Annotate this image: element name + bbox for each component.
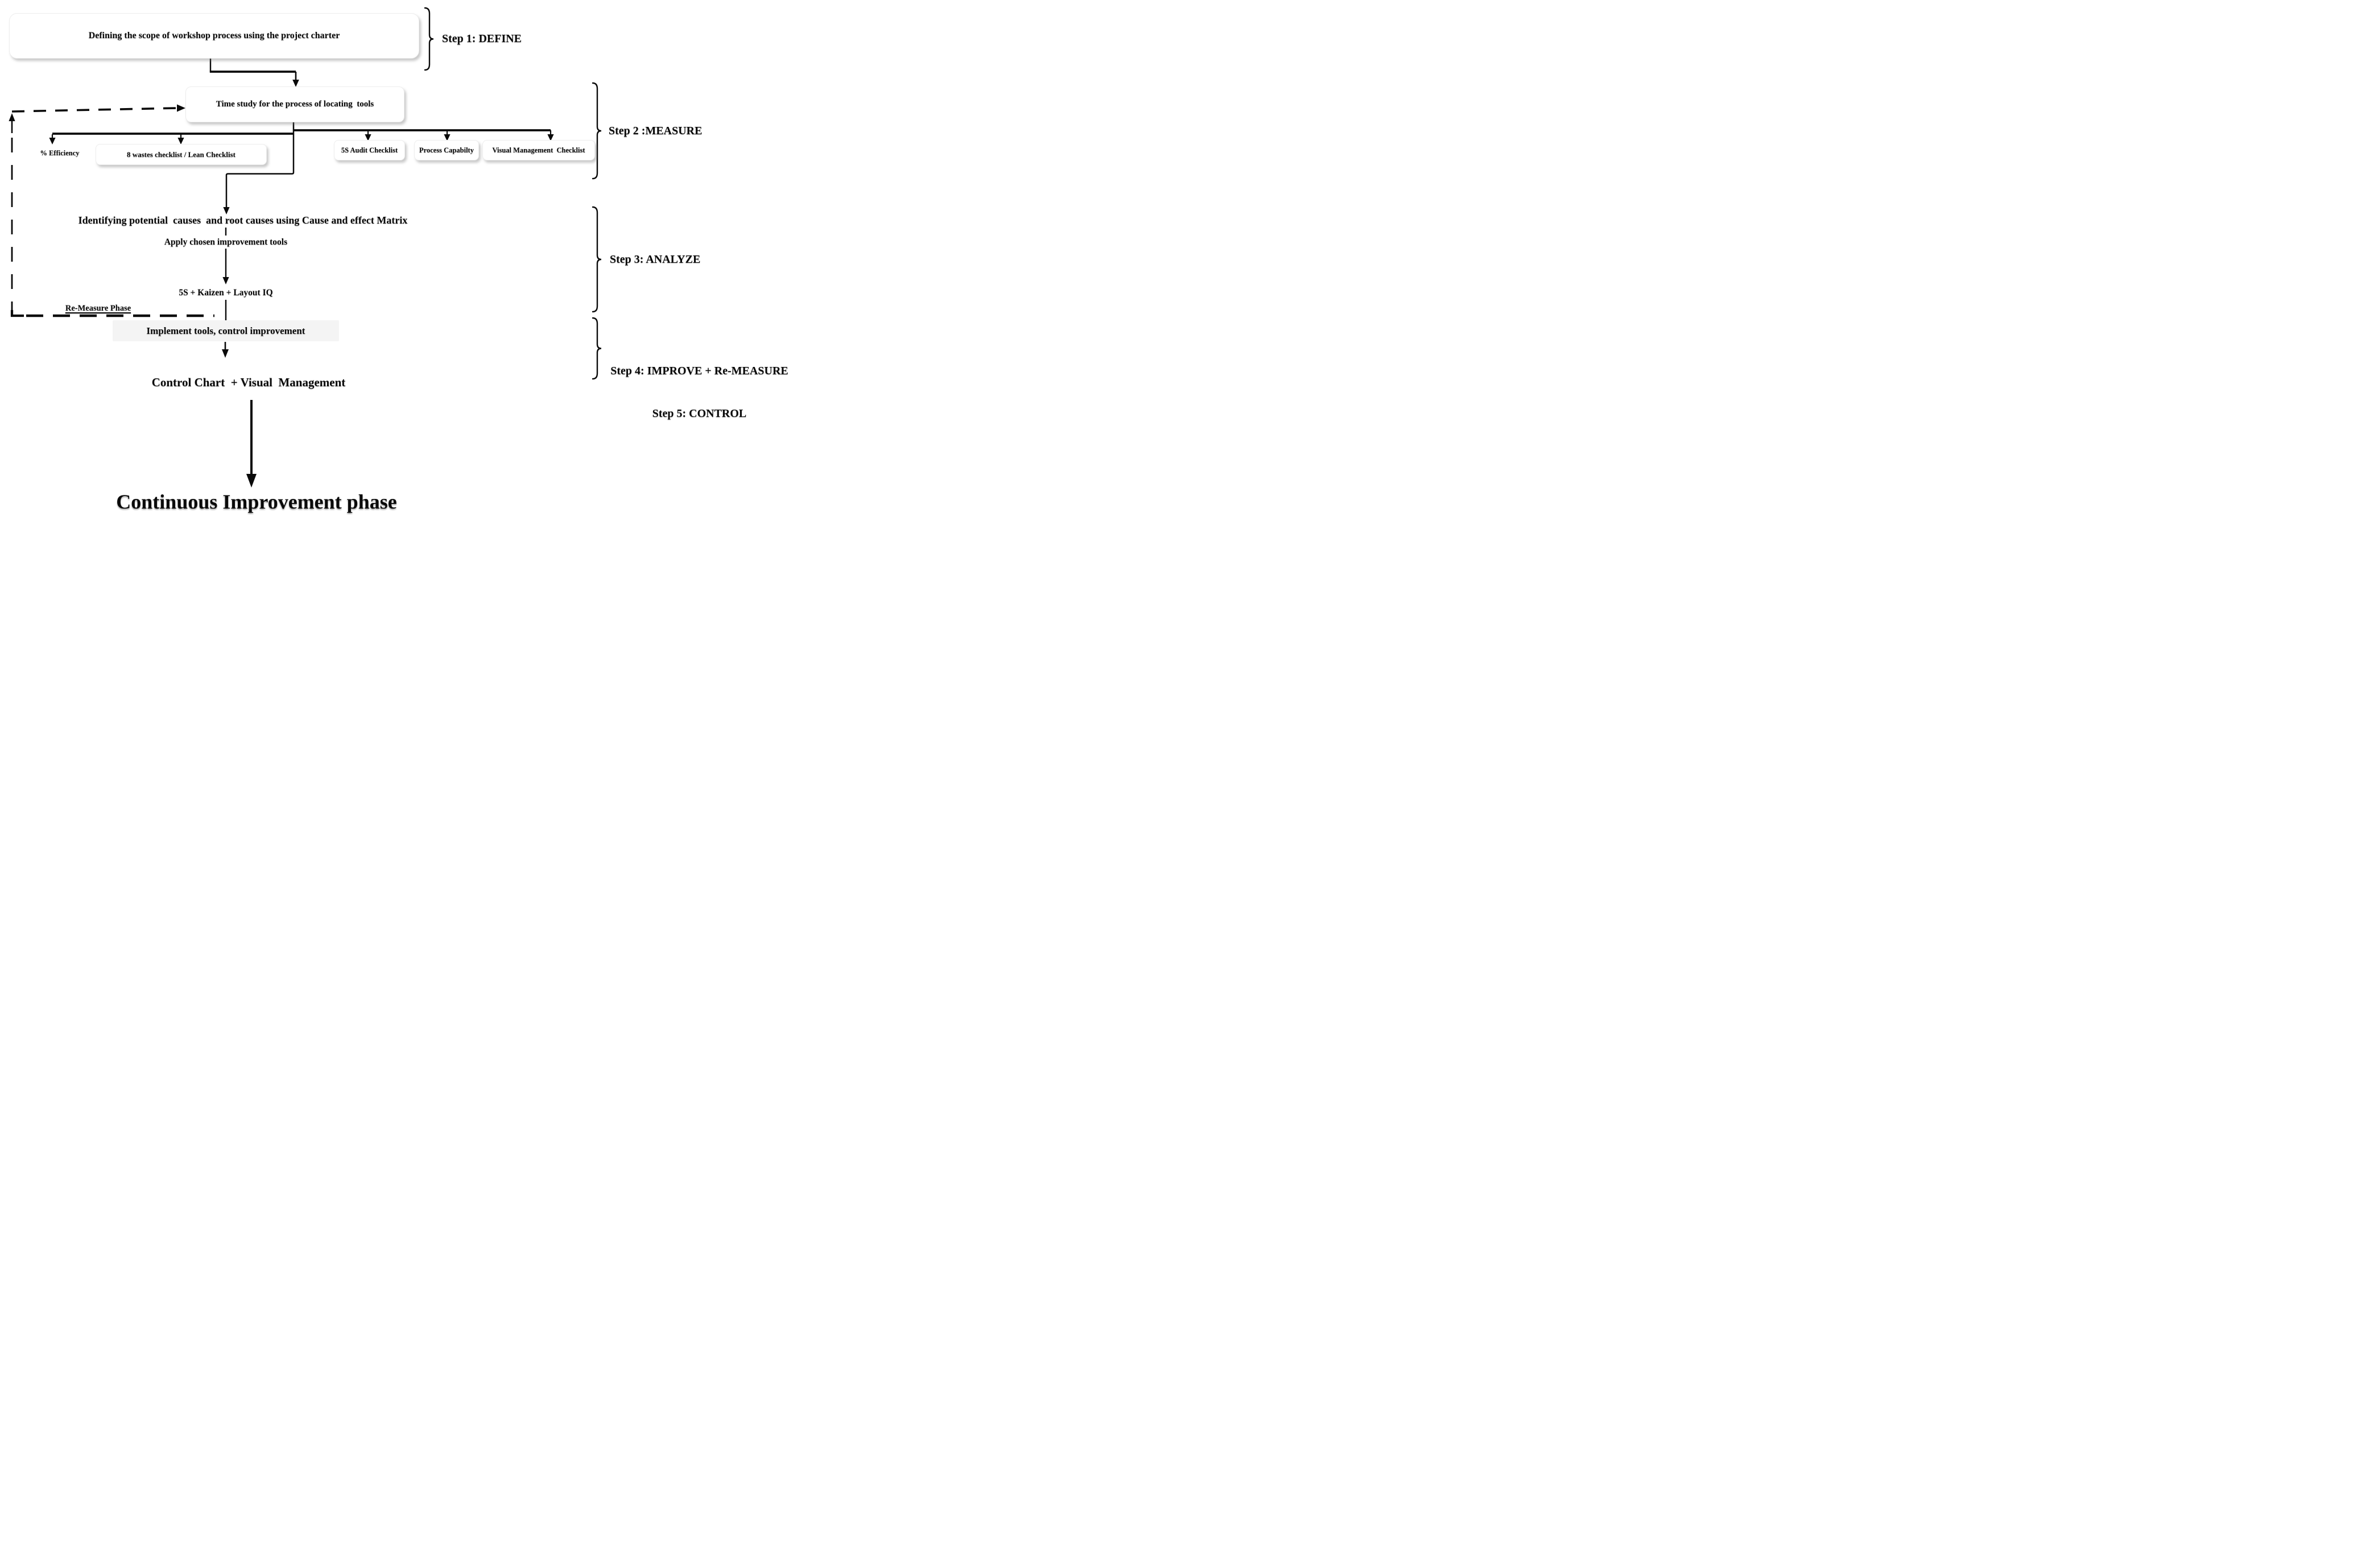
step2-label: Step 2 :MEASURE [609, 125, 703, 137]
5s-audit-checklist-box: 5S Audit Checklist [334, 140, 405, 160]
connector-remeasure-feedback-left [9, 113, 214, 317]
control-chart-label: Control Chart + Visual Management [151, 375, 346, 389]
brace-step1 [424, 7, 434, 71]
wastes-checklist-box: 8 wastes checklist / Lean Checklist [96, 144, 267, 165]
continuous-improvement-label: Continuous Improvement phase [116, 490, 397, 513]
step4-5-label: Step 4: IMPROVE + Re-MEASURE Step 5: CON… [605, 336, 794, 449]
define-scope-box: Defining the scope of workshop process u… [9, 13, 419, 59]
connector-measure-branch-left [49, 133, 294, 144]
step3-label: Step 3: ANALYZE [610, 253, 701, 266]
connector-controlchart-to-continuous [246, 400, 257, 488]
brace-step2 [592, 82, 602, 180]
connector-layer [9, 7, 602, 488]
apply-tools-label: Apply chosen improvement tools [164, 237, 288, 247]
process-capability-box: Process Capabilty [414, 140, 479, 160]
kaizen-label: 5S + Kaizen + Layout IQ [179, 288, 273, 298]
step1-label: Step 1: DEFINE [442, 32, 522, 45]
visual-management-checklist-box: Visual Management Checklist [482, 140, 595, 160]
step4-label: Step 4: IMPROVE + Re-MEASURE [610, 365, 788, 377]
connector-timestudy-to-identify [223, 121, 295, 214]
connector-measure-branch-right [294, 129, 554, 141]
connector-define-to-timestudy [209, 57, 299, 87]
remeasure-phase-label: Re-Measure Phase [65, 304, 131, 313]
efficiency-label: % Efficiency [40, 149, 80, 157]
identify-causes-label: Identifying potential causes and root ca… [78, 214, 408, 226]
connector-implement-to-controlchart [222, 342, 229, 358]
implement-tools-box: Implement tools, control improvement [113, 320, 339, 341]
brace-step4-5 [592, 317, 602, 380]
step5-label: Step 5: CONTROL [652, 407, 747, 420]
connector-apply-to-kaizen [222, 249, 229, 284]
dmaic-flowchart: Defining the scope of workshop process u… [0, 0, 794, 518]
connector-remeasure-feedback-top [11, 104, 185, 113]
brace-step3 [592, 206, 602, 313]
time-study-box: Time study for the process of locating t… [185, 86, 404, 122]
